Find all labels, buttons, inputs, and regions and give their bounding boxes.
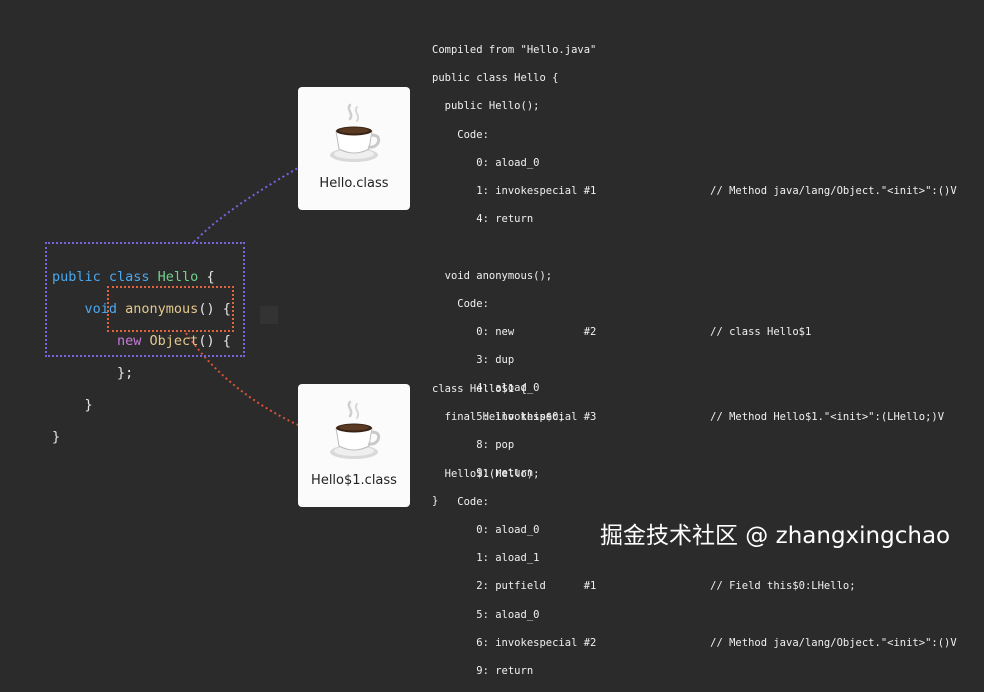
source-line-2: void anonymous() {: [52, 301, 231, 317]
keyword: new: [117, 333, 150, 349]
bytecode-line: 0: aload_0: [432, 524, 540, 537]
bytecode-line: 9: return: [432, 466, 534, 479]
bytecode-line: public class Hello {: [432, 72, 559, 85]
type-name: Object: [149, 333, 199, 349]
outer-class-highlight-box: [45, 242, 245, 357]
bytecode-line: 0: aload_0: [432, 156, 540, 169]
indent: [52, 301, 85, 317]
code-text: () {: [198, 333, 231, 349]
java-source-code: public class Hello { void anonymous() { …: [52, 253, 231, 461]
class-name: Hello: [157, 269, 199, 285]
method-name: anonymous: [125, 301, 199, 317]
hello1-class-label: Hello$1.class: [311, 473, 397, 488]
decorative-shadow: [260, 306, 278, 324]
bytecode-line: }: [432, 495, 439, 508]
bytecode-line: Compiled from "Hello.java": [432, 44, 597, 57]
bytecode-line: [432, 240, 957, 254]
keyword: public class: [52, 269, 158, 285]
connector-lines: [185, 167, 299, 426]
bytecode-line: 1: invokespecial #1 // Method java/lang/…: [432, 185, 957, 198]
bytecode-line: [432, 438, 957, 452]
bytecode-line: 0: new #2 // class Hello$1: [432, 325, 812, 338]
source-line-1: public class Hello {: [52, 269, 231, 285]
bytecode-line: 9: return: [432, 664, 534, 677]
bytecode-line: 1: aload_1: [432, 552, 540, 565]
bytecode-line: 5: invokespecial #3 // Method Hello$1."<…: [432, 410, 945, 423]
hello-bytecode-listing: Compiled from "Hello.java" public class …: [432, 29, 957, 522]
bytecode-line: Hello$1(Hello);: [432, 467, 540, 480]
hello-class-label: Hello.class: [319, 176, 389, 191]
bytecode-line: 3: dup: [432, 354, 515, 367]
bytecode-line: 4: aload_0: [432, 382, 540, 395]
java-coffee-cup-icon: [298, 398, 410, 464]
bytecode-line: public Hello();: [432, 100, 540, 113]
bytecode-line: 5: aload_0: [432, 608, 540, 621]
bytecode-line: final Hello this$0;: [432, 411, 565, 424]
bytecode-line: Code:: [432, 128, 489, 141]
bytecode-line: Code:: [432, 495, 489, 508]
hello1-class-card: Hello$1.class: [298, 384, 410, 507]
outer-box-to-hello-class-link: [193, 167, 299, 243]
source-line-3: new Object() {: [52, 333, 231, 349]
java-coffee-cup-icon: [298, 101, 410, 167]
bytecode-line: 2: putfield #1 // Field this$0:LHello;: [432, 580, 856, 593]
bytecode-line: 6: invokespecial #2 // Method java/lang/…: [432, 636, 957, 649]
source-line-5: }: [52, 397, 93, 413]
bytecode-line: void anonymous();: [432, 269, 553, 282]
keyword: void: [84, 301, 126, 317]
bytecode-line: 4: return: [432, 213, 534, 226]
hello-class-card: Hello.class: [298, 87, 410, 210]
bytecode-line: 8: pop: [432, 438, 515, 451]
inner-box-to-hello1-class-link: [185, 332, 299, 426]
source-line-6: }: [52, 429, 61, 445]
indent: [52, 333, 117, 349]
anonymous-class-highlight-box: [107, 286, 234, 332]
code-text: () {: [198, 301, 231, 317]
source-line-4: };: [52, 365, 134, 381]
code-text: {: [198, 269, 215, 285]
bytecode-line: Code:: [432, 297, 489, 310]
watermark: 掘金技术社区 @ zhangxingchao: [600, 523, 951, 549]
bytecode-line: class Hello$1 {: [432, 383, 527, 396]
